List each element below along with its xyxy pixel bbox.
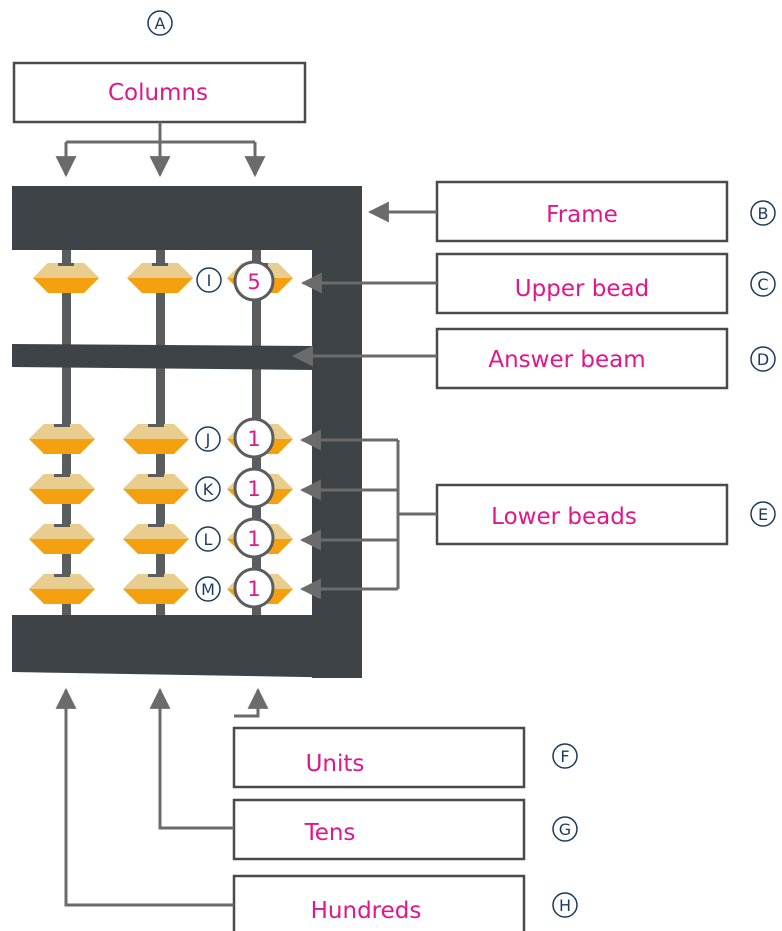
tens-label: Tens — [304, 820, 356, 846]
abacus-frame — [12, 186, 362, 678]
columns-connector — [55, 122, 266, 178]
svg-text:C: C — [757, 275, 768, 294]
upper-bead-label: Upper bead — [515, 276, 649, 302]
answer-beam — [12, 344, 315, 370]
svg-text:J: J — [205, 430, 211, 449]
upper-bead-hundreds — [33, 263, 99, 293]
lower-beads-box: Lower beads — [435, 483, 729, 546]
letter-f-marker: F — [552, 743, 578, 769]
answer-beam-label: Answer beam — [488, 347, 645, 373]
upper-bead-box: Upper bead — [435, 252, 729, 315]
columns-label: Columns — [108, 80, 208, 106]
value-circle-lower-4: 1 — [233, 567, 275, 609]
value-circle-lower-3: 1 — [233, 517, 275, 559]
letter-l-marker: L — [195, 526, 221, 552]
svg-text:1: 1 — [247, 427, 260, 451]
svg-text:1: 1 — [247, 477, 260, 501]
bottom-arrows — [55, 687, 269, 907]
svg-text:G: G — [559, 820, 571, 839]
right-arrows — [291, 201, 437, 600]
letter-h-marker: H — [552, 892, 578, 918]
rod-hundreds — [62, 220, 71, 620]
columns-box: Columns — [12, 61, 307, 124]
letter-c-marker: C — [750, 271, 776, 297]
svg-text:D: D — [757, 350, 769, 369]
rod-tens — [156, 220, 165, 620]
frame-label: Frame — [546, 202, 618, 228]
svg-text:F: F — [560, 747, 569, 766]
svg-text:M: M — [201, 580, 215, 599]
letter-g-marker: G — [552, 816, 578, 842]
svg-text:1: 1 — [247, 577, 260, 601]
tens-box: Tens — [232, 798, 526, 861]
units-label: Units — [306, 751, 365, 777]
answer-beam-box: Answer beam — [435, 327, 729, 390]
svg-text:E: E — [758, 505, 768, 524]
letter-j-marker: J — [195, 426, 221, 452]
svg-text:A: A — [155, 14, 166, 33]
frame-box: Frame — [435, 180, 729, 243]
letter-i-marker: I — [196, 267, 222, 293]
svg-text:L: L — [204, 530, 213, 549]
letter-b-marker: B — [750, 200, 776, 226]
letter-e-marker: E — [750, 501, 776, 527]
lower-beads-label: Lower beads — [491, 504, 637, 530]
value-circle-upper: 5 — [233, 260, 275, 302]
letter-m-marker: M — [195, 576, 221, 602]
svg-text:5: 5 — [247, 270, 260, 294]
svg-text:K: K — [203, 480, 214, 499]
hundreds-label: Hundreds — [311, 898, 422, 924]
svg-text:1: 1 — [247, 527, 260, 551]
hundreds-box: Hundreds — [232, 874, 526, 931]
value-circle-lower-1: 1 — [233, 417, 275, 459]
units-box: Units — [232, 726, 526, 789]
svg-text:H: H — [559, 896, 571, 915]
letter-a-marker: A — [147, 10, 173, 36]
svg-text:B: B — [758, 204, 769, 223]
upper-bead-tens — [127, 263, 193, 293]
value-circle-lower-2: 1 — [233, 467, 275, 509]
letter-k-marker: K — [195, 476, 221, 502]
svg-text:I: I — [207, 271, 212, 290]
letter-d-marker: D — [750, 346, 776, 372]
